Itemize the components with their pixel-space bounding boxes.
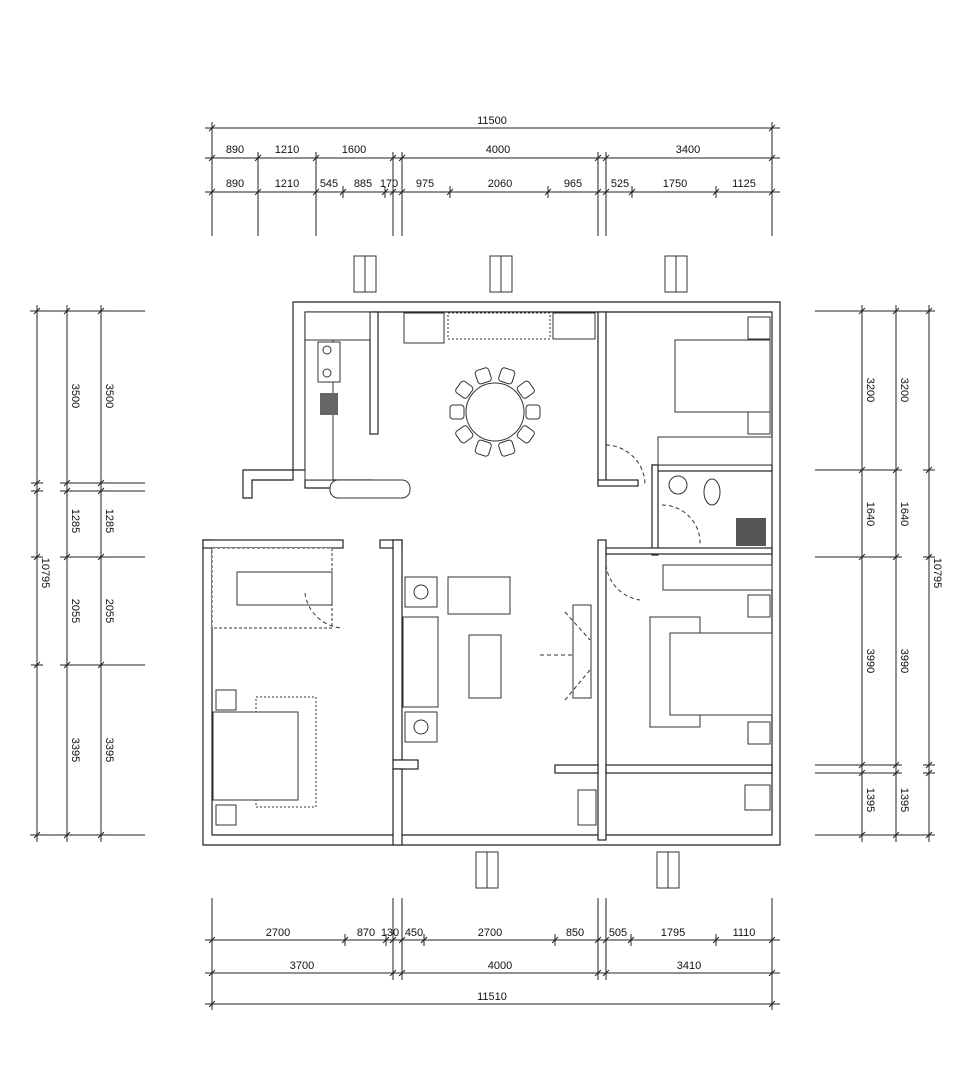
bottom-dimension-chain: 2700 870 130 450 2700 850 505 1795 1110 …: [205, 927, 780, 1010]
dim-top-row2: 1210: [275, 144, 299, 156]
dining-chair-icon: [498, 367, 516, 385]
bathroom: [661, 475, 766, 546]
dim-right-segment: 1395: [864, 788, 876, 812]
dim-left-total: 10795: [39, 558, 51, 589]
walls: [202, 301, 781, 846]
dim-bottom-row1: 505: [609, 927, 627, 939]
dining-chair-icon: [474, 367, 492, 385]
dim-top-row3: 1750: [663, 178, 687, 190]
dim-left-segment: 2055: [103, 599, 115, 623]
dim-bottom-row2: 3410: [677, 960, 701, 972]
dim-right-segment: 3990: [898, 649, 910, 673]
dining-chair-icon: [498, 439, 516, 457]
dim-bottom-row1: 850: [566, 927, 584, 939]
dim-bottom-row1: 450: [405, 927, 423, 939]
shower-icon: [736, 518, 766, 546]
dim-right-segment: 3200: [898, 378, 910, 402]
dim-right-segment: 3990: [864, 649, 876, 673]
left-bedroom: [211, 547, 344, 826]
dim-bottom-row1: 2700: [478, 927, 502, 939]
bottom-right-bedroom: [605, 564, 773, 811]
dim-top-row2: 890: [226, 144, 244, 156]
dining-chair-icon: [525, 404, 541, 420]
dim-right-segment: 3200: [864, 378, 876, 402]
dim-top-row3: 1210: [275, 178, 299, 190]
dim-top-row3: 965: [564, 178, 582, 190]
dim-top-row3: 545: [320, 178, 338, 190]
dim-bottom-row2: 4000: [488, 960, 512, 972]
extension-lines: [30, 122, 935, 1010]
sofa-icon: [402, 616, 439, 708]
dim-right-segment: 1640: [898, 502, 910, 526]
dining-chair-icon: [516, 425, 535, 444]
dim-left-segment: 1285: [69, 509, 81, 533]
dim-bottom-row1: 870: [357, 927, 375, 939]
dim-left-segment: 1285: [103, 509, 115, 533]
dim-bottom-row1: 130: [381, 927, 399, 939]
wardrobe-icon: [657, 436, 773, 466]
washbasin-icon: [668, 475, 688, 495]
bed-icon: [669, 632, 773, 716]
dining-area: [403, 312, 596, 457]
dim-top-row3: 525: [611, 178, 629, 190]
sink-icon: [320, 393, 338, 415]
armchair-icon: [447, 576, 511, 615]
dim-top-row2: 3400: [676, 144, 700, 156]
wardrobe-icon: [662, 564, 773, 591]
dim-top-row2: 4000: [486, 144, 510, 156]
dining-chair-icon: [516, 380, 535, 399]
dim-left-segment: 3500: [103, 384, 115, 408]
dim-top-row3: 890: [226, 178, 244, 190]
elevation-tags: [353, 255, 688, 889]
dining-chair-icon: [455, 380, 474, 399]
dim-right-total: 10795: [931, 558, 943, 589]
kitchen-fixtures: [304, 311, 411, 499]
dim-top-row2: 1600: [342, 144, 366, 156]
dim-right-segment: 1395: [898, 788, 910, 812]
dim-top-row3: 975: [416, 178, 434, 190]
dining-table-icon: [465, 382, 525, 442]
living-room-furniture: [402, 576, 597, 826]
dim-top-row3: 2060: [488, 178, 512, 190]
top-dimension-chain: 11500 890 1210 1600 4000 3400 890 1210 5…: [205, 115, 780, 198]
right-dimension-chain: 3200 1640 3990 1395 3200 1640 3990 1395 …: [856, 305, 943, 842]
bed-icon: [212, 711, 299, 801]
dim-bottom-total: 11510: [477, 991, 507, 1003]
dining-chair-icon: [455, 425, 474, 444]
dim-bottom-row1: 1110: [733, 927, 756, 939]
dim-top-row3: 885: [354, 178, 372, 190]
dim-bottom-row1: 1795: [661, 927, 685, 939]
dim-top-row3: 170: [380, 178, 398, 190]
dim-left-segment: 3395: [103, 738, 115, 762]
coffee-table-icon: [468, 634, 502, 699]
dim-left-segment: 3500: [69, 384, 81, 408]
dim-left-segment: 2055: [69, 599, 81, 623]
top-right-bedroom: [605, 316, 773, 486]
dim-left-segment: 3395: [69, 738, 81, 762]
dim-top-row3: 1125: [732, 178, 756, 190]
left-dimension-chain: 3500 1285 2055 3395 3500 1285 2055 3395 …: [31, 305, 115, 842]
dim-bottom-row1: 2700: [266, 927, 290, 939]
dining-chair-icon: [449, 404, 465, 420]
dim-top-total: 11500: [477, 115, 507, 127]
tv-cabinet-icon: [572, 604, 592, 699]
bed-icon: [674, 339, 771, 413]
dim-bottom-row2: 3700: [290, 960, 314, 972]
dining-chair-icon: [474, 439, 492, 457]
toilet-icon: [703, 478, 721, 506]
dim-right-segment: 1640: [864, 502, 876, 526]
